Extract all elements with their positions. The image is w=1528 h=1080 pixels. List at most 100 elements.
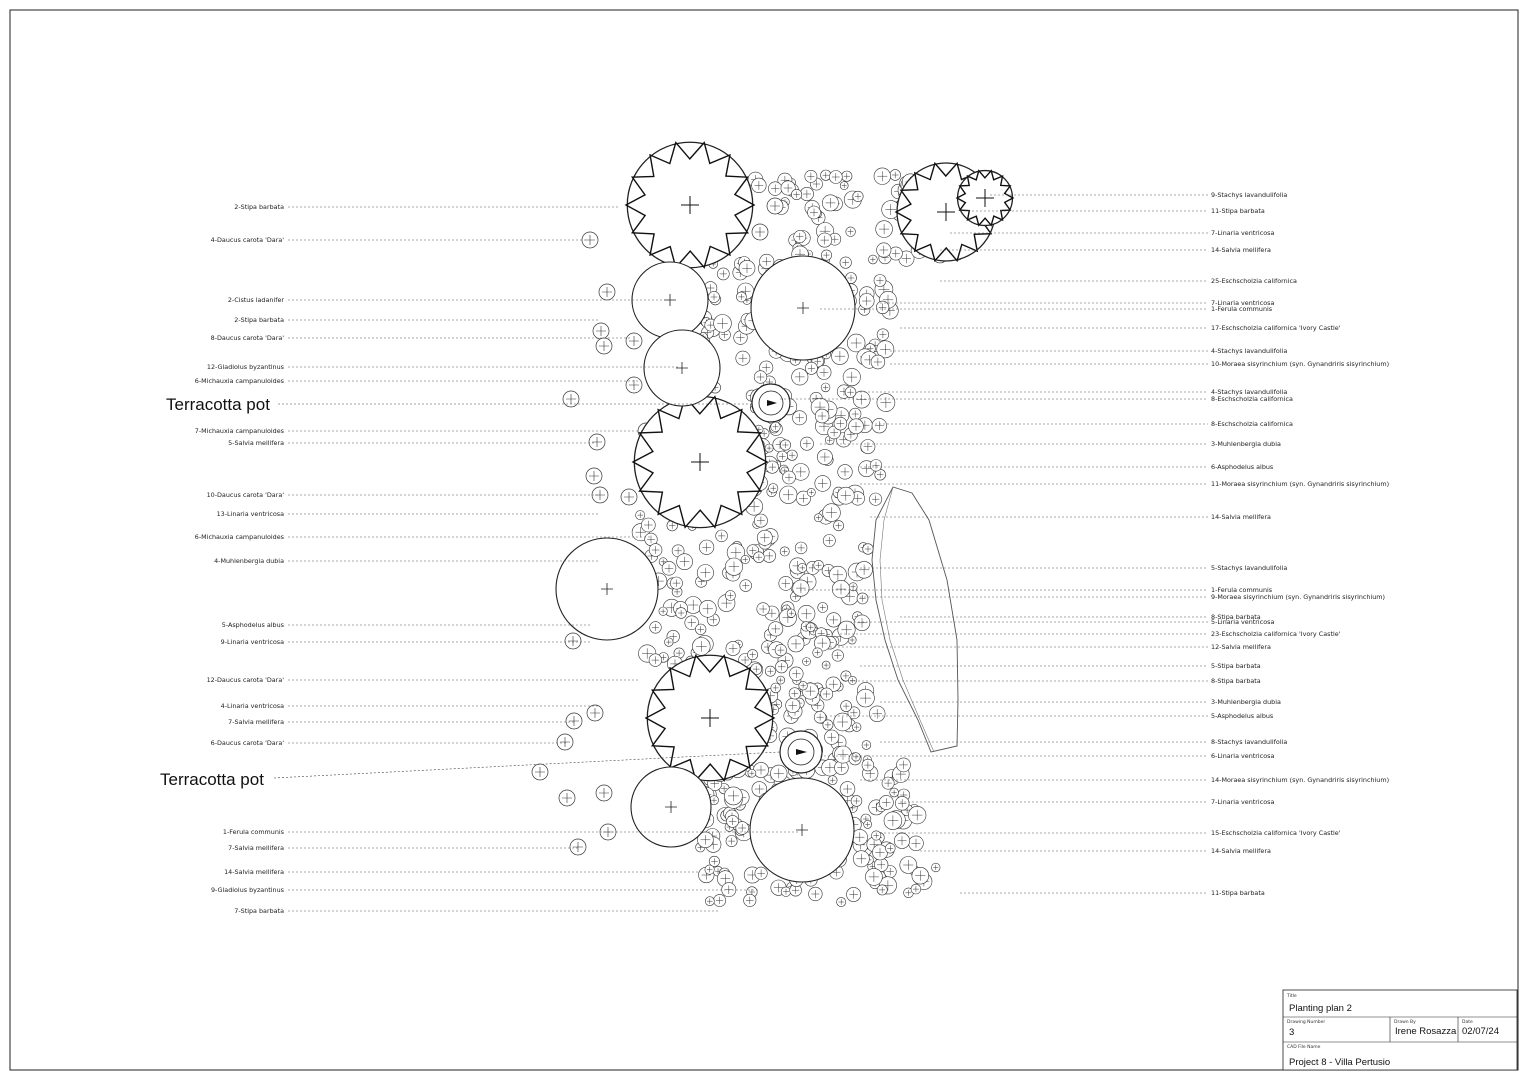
shrub-symbol — [814, 475, 831, 492]
right-plant-label: 1-Ferula communis — [1211, 586, 1273, 594]
shrub-symbol — [735, 350, 751, 366]
large-shrub-circle — [555, 537, 659, 641]
left-plant-label: 10-Daucus carota 'Dara' — [207, 491, 285, 499]
left-plant-label: 12-Daucus carota 'Dara' — [207, 676, 285, 684]
pot-labels: Terracotta pot Terracotta pot — [160, 395, 781, 789]
shrub-symbol — [888, 246, 903, 261]
right-plant-label: 9-Moraea sisyrinchium (syn. Gynandriris … — [1211, 593, 1385, 601]
large-shrub-circle — [643, 329, 721, 407]
shrub-symbol — [870, 354, 886, 370]
shrub-symbol — [889, 787, 899, 798]
shrub-symbol — [780, 886, 792, 897]
shrub-symbol — [759, 253, 775, 269]
shrub-symbol — [569, 838, 587, 856]
shrub-symbol — [871, 830, 882, 841]
shrub-symbol — [848, 582, 858, 592]
shrub-symbol — [713, 894, 726, 907]
left-plant-label: 7-Salvia mellifera — [228, 718, 284, 726]
right-plant-label: 11-Stipa barbata — [1211, 889, 1265, 897]
shrub-symbol — [797, 563, 808, 573]
shrub-symbol — [588, 433, 606, 451]
right-plant-label: 8-Stachys lavandulifolia — [1211, 738, 1287, 746]
shrub-symbol — [735, 821, 749, 835]
shrub-symbol — [851, 752, 861, 762]
title-caption: Title — [1286, 993, 1297, 999]
shrub-symbol — [778, 576, 794, 591]
shrub-symbol — [800, 436, 814, 451]
path-bed — [871, 486, 959, 753]
shrub-symbol — [826, 612, 842, 628]
shrub-symbol — [876, 340, 895, 359]
left-plant-label: 1-Ferula communis — [223, 828, 285, 836]
shrub-symbol — [850, 795, 863, 807]
left-plant-label: 2-Cistus ladanifer — [228, 296, 285, 304]
shrub-symbol — [724, 786, 743, 806]
shrub-symbol — [824, 729, 840, 745]
shrub-symbol — [865, 868, 883, 886]
shrub-symbol — [828, 170, 843, 184]
shrub-symbol — [713, 314, 732, 333]
shrub-symbol — [709, 795, 719, 806]
shrub-symbol — [842, 368, 861, 387]
large-shrub-circle — [750, 255, 856, 361]
shrub-symbol — [695, 623, 707, 635]
shrub-symbol — [675, 607, 687, 619]
shrub-symbol — [861, 740, 872, 750]
shrub-symbol — [592, 322, 610, 340]
shrub-symbol — [837, 464, 853, 480]
right-plant-label: 11-Stipa barbata — [1211, 207, 1265, 215]
right-plant-label: 10-Moraea sisyrinchium (syn. Gynandriris… — [1211, 360, 1389, 368]
drawing-title: Planting plan 2 — [1289, 1003, 1352, 1014]
tree-canopy — [955, 169, 1015, 227]
shrub-symbol — [860, 439, 876, 454]
right-plant-label: 14-Salvia mellifera — [1211, 847, 1271, 855]
shrub-symbol — [770, 421, 781, 432]
shrub-symbol — [852, 390, 871, 409]
shrub-symbol — [747, 649, 758, 661]
shrub-symbol — [765, 665, 776, 677]
right-plant-label: 15-Eschscholzia californica 'Ivory Castl… — [1211, 829, 1341, 837]
right-plant-label: 8-Stipa barbata — [1211, 613, 1261, 621]
shrub-symbol — [839, 181, 849, 190]
left-plant-label: 12-Gladiolus byzantinus — [207, 363, 285, 371]
shrub-symbol — [893, 832, 910, 849]
shrub-symbol — [849, 407, 862, 421]
date-caption: Date — [1462, 1019, 1473, 1025]
shrub-symbol — [780, 180, 796, 196]
shrub-symbol — [856, 592, 869, 605]
shrub-symbol — [770, 682, 781, 694]
right-plant-label: 6-Asphodelus albus — [1211, 463, 1274, 471]
shrub-symbol — [831, 649, 844, 662]
shrub-symbol — [806, 622, 816, 632]
shrub-symbol — [876, 242, 892, 258]
drawing-number: 3 — [1289, 1027, 1294, 1038]
shrub-symbol — [564, 632, 582, 650]
shrub-symbol — [753, 370, 768, 384]
shrub-symbol — [756, 602, 770, 616]
drawn-by-caption: Drawn By — [1394, 1019, 1416, 1025]
left-plant-label: 8-Daucus carota 'Dara' — [211, 334, 285, 342]
drawing-number-caption: Drawing Number — [1287, 1019, 1325, 1025]
large-shrub-circle — [630, 766, 712, 848]
shrub-symbol — [785, 697, 801, 713]
right-plant-label: 1-Ferula communis — [1211, 305, 1273, 313]
shrub-symbol — [910, 883, 922, 895]
shrub-symbol — [725, 590, 736, 601]
shrub-symbol — [806, 487, 816, 497]
shrub-symbol — [831, 579, 851, 599]
shrub-symbol — [704, 864, 715, 875]
shrub-symbol — [813, 710, 827, 724]
shrub-symbol — [839, 781, 856, 797]
shrub-symbol — [565, 712, 583, 730]
shrub-symbol — [775, 660, 788, 674]
left-plant-label: 7-Stipa barbata — [234, 907, 284, 915]
shrub-symbol — [837, 620, 856, 639]
shrub-symbol — [875, 300, 890, 315]
left-plant-label: 6-Michauxia campanuloides — [195, 533, 285, 541]
shrub-symbol — [787, 635, 805, 653]
shrub-symbol — [863, 820, 873, 829]
shrub-symbol — [839, 256, 852, 269]
shrub-symbol — [671, 544, 685, 558]
shrub-symbol — [820, 169, 832, 181]
title-block: Title Planting plan 2 Drawing Number 3 D… — [1282, 989, 1518, 1071]
